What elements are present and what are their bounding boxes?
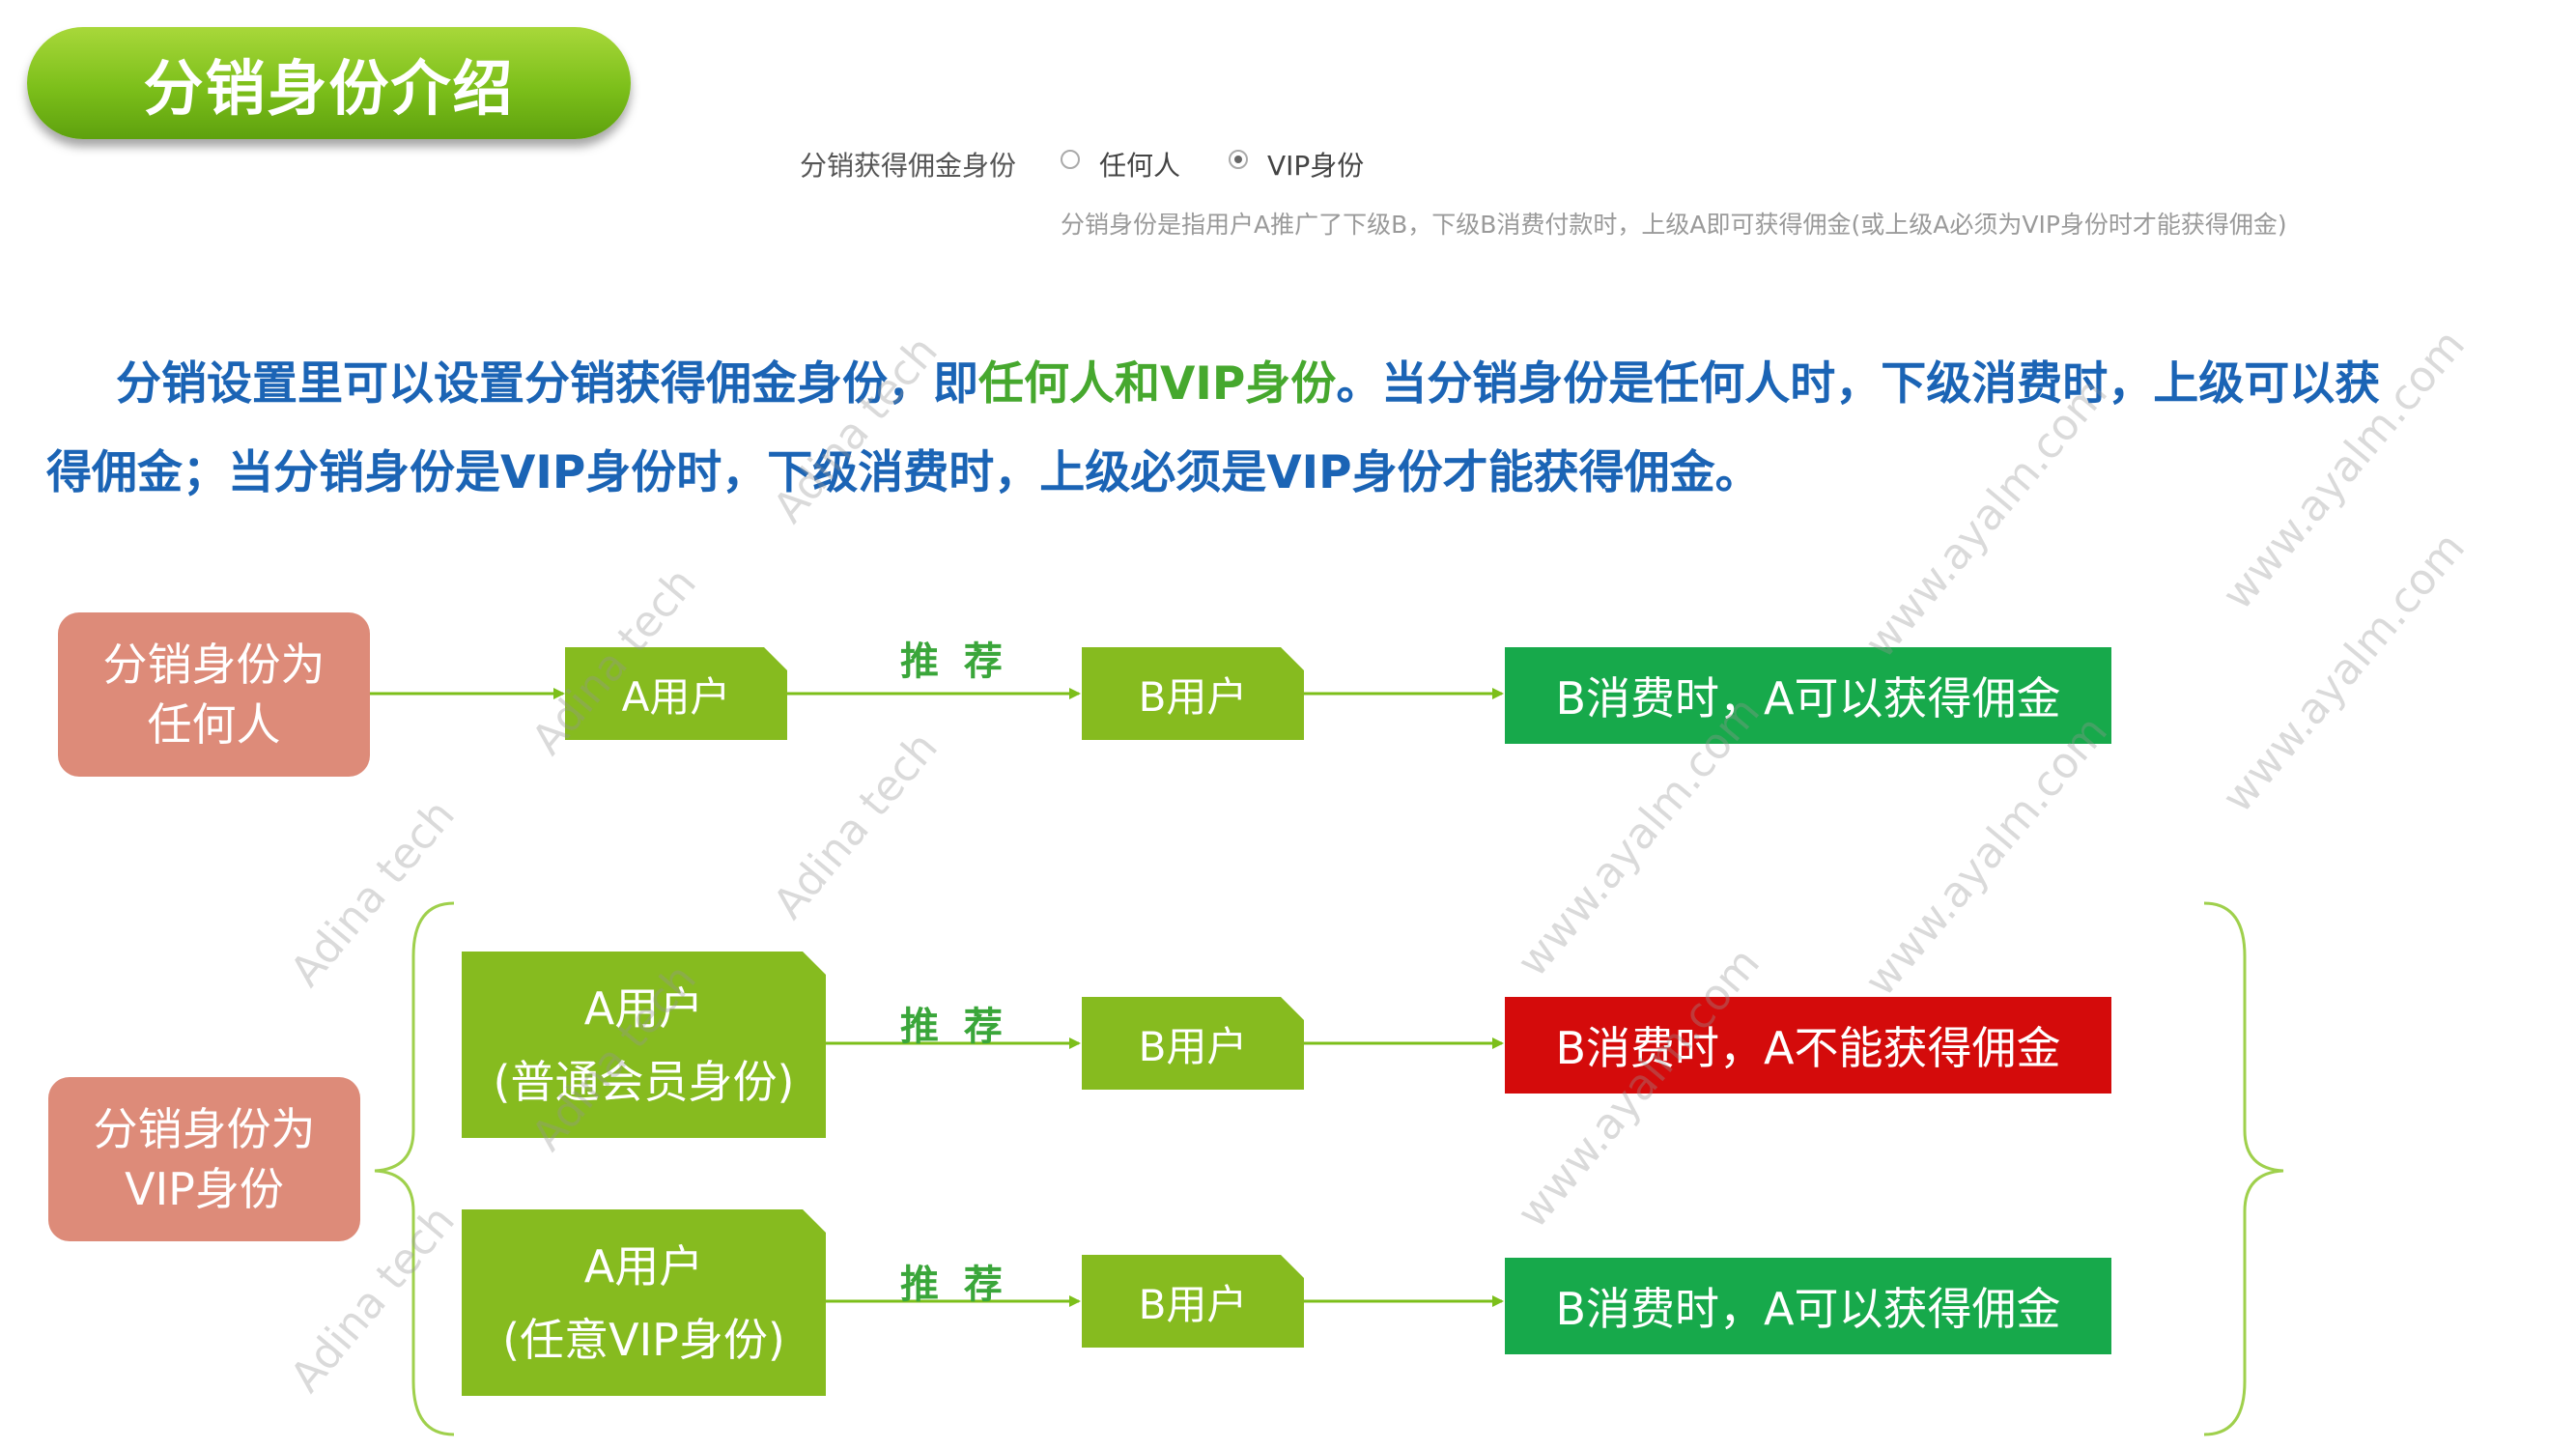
commission-help-text: 分销身份是指用户A推广了下级B，下级B消费付款时，上级A即可获得佣金(或上级A必…	[1061, 211, 2287, 239]
result-can-earn-row2: B消费时，A可以获得佣金	[1505, 1258, 2111, 1354]
b-user-box-row1: B用户	[1082, 997, 1304, 1090]
a-user-regular-line2: (普通会员身份)	[493, 1055, 795, 1108]
a-user-regular-box: A用户 (普通会员身份)	[462, 952, 826, 1138]
radio-vip-label[interactable]: VIP身份	[1267, 150, 1365, 182]
commission-identity-label: 分销获得佣金身份	[800, 150, 1017, 182]
result-can-earn: B消费时，A可以获得佣金	[1505, 647, 2111, 744]
radio-anyone-label[interactable]: 任何人	[1099, 150, 1181, 182]
recommend-label: 推 荐	[900, 639, 1008, 684]
a-user-vip-box: A用户 (任意VIP身份)	[462, 1209, 826, 1396]
right-brace	[2203, 901, 2284, 1436]
a-user-vip-line1: A用户	[583, 1239, 704, 1293]
radio-anyone[interactable]	[1061, 150, 1080, 169]
b-user-box: B用户	[1082, 647, 1304, 740]
description-part1: 分销设置里可以设置分销获得佣金身份，即	[116, 357, 978, 411]
description-paragraph: 分销设置里可以设置分销获得佣金身份，即任何人和VIP身份。当分销身份是任何人时，…	[46, 340, 2422, 518]
description-highlight-anyone: 任何人	[978, 357, 1115, 411]
left-brace	[374, 901, 455, 1436]
description-and: 和	[1115, 357, 1160, 411]
identity-vip-box: 分销身份为 VIP身份	[48, 1077, 360, 1241]
identity-anyone-line1: 分销身份为	[102, 639, 326, 691]
description-highlight-vip: VIP身份	[1160, 357, 1337, 411]
page-title: 分销身份介绍	[27, 27, 631, 139]
identity-anyone-box: 分销身份为 任何人	[58, 612, 370, 777]
b-user-box-row2: B用户	[1082, 1255, 1304, 1348]
identity-vip-line2: VIP身份	[125, 1163, 284, 1215]
recommend-label-row1: 推 荐	[900, 1005, 1008, 1049]
recommend-label-row2: 推 荐	[900, 1263, 1008, 1307]
a-user-box: A用户	[565, 647, 787, 740]
result-cannot-earn: B消费时，A不能获得佣金	[1505, 997, 2111, 1094]
identity-vip-line1: 分销身份为	[93, 1103, 316, 1155]
identity-anyone-line2: 任何人	[147, 698, 281, 751]
a-user-vip-line2: (任意VIP身份)	[502, 1313, 785, 1366]
a-user-regular-line1: A用户	[583, 981, 704, 1035]
radio-vip[interactable]	[1229, 150, 1248, 169]
description-part3: 。当分销身份是任何人时，下级消费时，上级可以获得佣金；当分销身份是VIP身份时，…	[46, 357, 2381, 499]
